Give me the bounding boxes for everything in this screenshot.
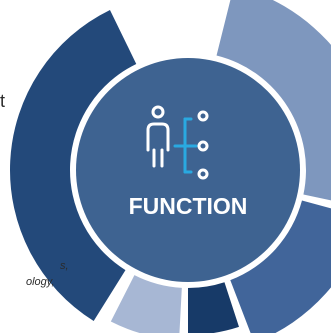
- person-with-connected-nodes-icon: [146, 105, 209, 180]
- partial-text-line-2: ology,: [26, 276, 55, 288]
- segment-left: [10, 10, 137, 321]
- segment-bottom-right: [230, 200, 331, 333]
- node-connector-bracket: [173, 117, 198, 174]
- segment-top-right: [216, 0, 331, 201]
- segment-bottom: [188, 282, 239, 333]
- segment-bottom-left: [110, 275, 182, 333]
- partial-text-fragment: t: [0, 91, 6, 111]
- center-disc: [76, 58, 300, 282]
- partial-text-lines: s, ology,: [0, 258, 69, 290]
- partial-text-line-1: s,: [60, 260, 69, 272]
- center-label: FUNCTION: [129, 193, 248, 219]
- wheel-segments: [10, 0, 331, 333]
